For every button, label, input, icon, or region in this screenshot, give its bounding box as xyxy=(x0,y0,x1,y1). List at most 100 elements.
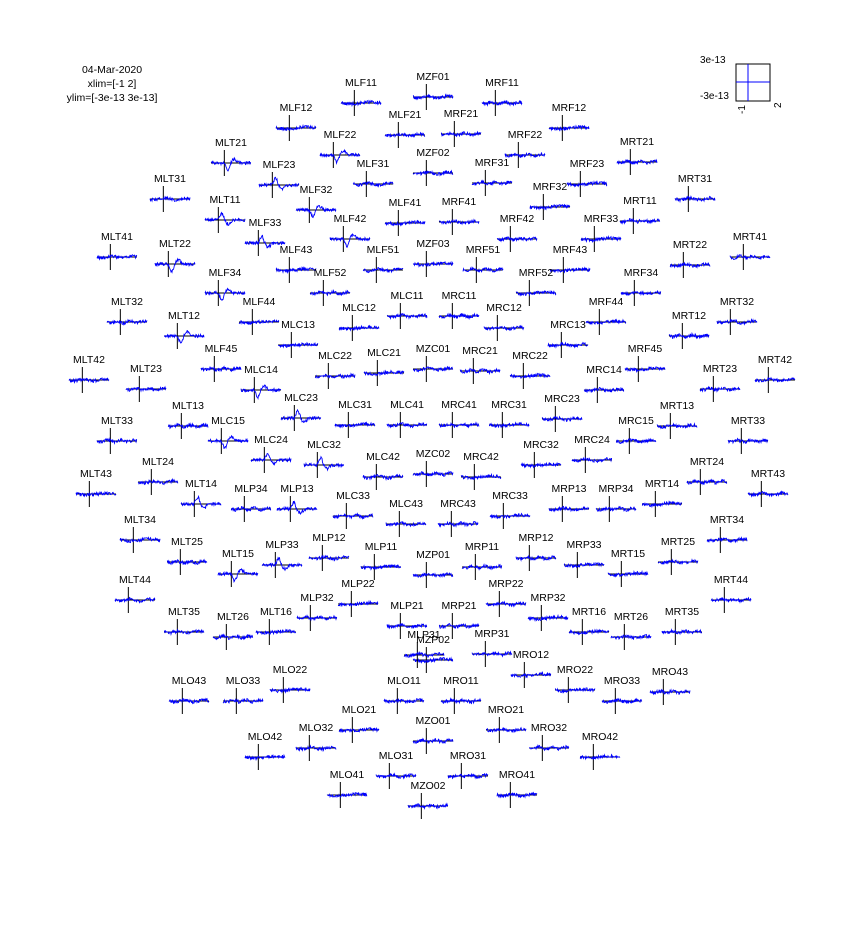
channel-label: MLC15 xyxy=(211,415,245,427)
channel-label: MRC14 xyxy=(586,364,622,376)
xlim-text: xlim=[-1 2] xyxy=(87,78,137,90)
channel-label: MLT16 xyxy=(260,606,292,618)
channel-mrc21: MRC21 xyxy=(459,345,501,384)
channel-trace xyxy=(486,726,527,734)
channel-trace xyxy=(412,365,454,373)
channel-mrf33: MRF33 xyxy=(580,213,622,252)
channel-trace xyxy=(164,628,205,636)
channel-mrc24: MRC24 xyxy=(571,434,612,473)
channel-trace xyxy=(529,203,571,211)
channel-mlc33: MLC33 xyxy=(332,490,374,529)
channel-label: MLT11 xyxy=(209,194,240,206)
channel-mrp13: MRP13 xyxy=(548,483,590,522)
channel-trace xyxy=(509,372,551,380)
channel-trace xyxy=(412,656,454,664)
channel-label: MLF23 xyxy=(263,159,296,171)
channel-trace xyxy=(338,726,380,734)
channel-label: MLP22 xyxy=(341,578,374,590)
channel-label: MZC01 xyxy=(416,343,451,355)
channel-label: MLO33 xyxy=(226,675,261,687)
channel-trace xyxy=(337,599,379,608)
channel-trace xyxy=(571,456,612,464)
channel-trace xyxy=(309,288,351,297)
channel-mrc32: MRC32 xyxy=(520,439,562,478)
channel-mro32: MRO32 xyxy=(529,722,570,761)
channel-label: MLT33 xyxy=(101,415,133,427)
channel-trace xyxy=(412,169,454,177)
channel-mlt21: MLT21 xyxy=(210,137,252,176)
channel-label: MRT13 xyxy=(660,400,694,412)
channel-label: MLT25 xyxy=(171,536,203,548)
channel-trace xyxy=(137,477,179,486)
channel-label: MLC43 xyxy=(389,498,423,510)
channel-mrt34: MRT34 xyxy=(706,514,748,553)
channel-trace xyxy=(710,596,752,604)
channel-label: MLT15 xyxy=(222,548,254,560)
channel-trace xyxy=(624,366,666,374)
channel-mrp11: MRP11 xyxy=(461,541,503,580)
channel-mrf11: MRF11 xyxy=(481,77,523,116)
channel-mlo31: MLO31 xyxy=(375,750,417,789)
channel-mlc13: MLC13 xyxy=(278,319,319,358)
channel-trace xyxy=(438,421,480,429)
channel-trace xyxy=(314,372,356,379)
channel-trace xyxy=(261,556,303,572)
channel-label: MRT24 xyxy=(690,456,724,468)
channel-label: MRT23 xyxy=(703,363,737,375)
channel-label: MRF33 xyxy=(584,213,619,225)
channel-mrc43: MRC43 xyxy=(437,498,479,537)
channel-label: MRP11 xyxy=(465,541,499,553)
channel-mlf23: MLF23 xyxy=(258,159,300,198)
channel-trace xyxy=(595,505,637,513)
channel-trace xyxy=(615,437,657,444)
channel-label: MLT44 xyxy=(119,574,151,586)
channel-label: MRO41 xyxy=(499,769,535,781)
channel-mrp33: MRP33 xyxy=(563,539,605,578)
channel-trace xyxy=(329,233,371,249)
channel-label: MRT22 xyxy=(673,239,707,251)
channel-trace xyxy=(334,421,376,429)
channel-trace xyxy=(674,195,716,204)
channel-label: MLF21 xyxy=(389,109,422,121)
channel-label: MLF44 xyxy=(243,296,276,308)
channel-mrt35: MRT35 xyxy=(661,606,703,645)
channel-trace xyxy=(554,687,596,694)
channel-label: MRP32 xyxy=(530,592,565,604)
channel-mlo22: MLO22 xyxy=(269,664,311,703)
channel-mrf44: MRF44 xyxy=(585,296,627,335)
channel-mlc24: MLC24 xyxy=(250,434,292,473)
channel-label: MRF31 xyxy=(475,157,510,169)
channel-label: MRT16 xyxy=(572,606,606,618)
channel-label: MRT21 xyxy=(620,136,654,148)
channel-mrt22: MRT22 xyxy=(669,239,711,278)
channel-trace xyxy=(656,422,698,430)
channel-trace xyxy=(601,697,643,705)
channel-trace xyxy=(360,563,402,571)
channel-label: MRC22 xyxy=(512,350,548,362)
channel-trace xyxy=(386,422,428,429)
channel-trace xyxy=(727,437,769,445)
channel-label: MLO32 xyxy=(299,722,334,734)
channel-trace xyxy=(258,176,300,192)
channel-trace xyxy=(362,266,404,274)
channel-trace xyxy=(412,93,454,101)
channel-trace xyxy=(496,791,538,799)
channel-mlp22: MLP22 xyxy=(337,578,379,617)
channel-trace xyxy=(385,520,427,528)
channel-trace xyxy=(616,158,658,166)
channel-label: MRC41 xyxy=(441,399,477,411)
channel-mlt41: MLT41 xyxy=(96,231,138,270)
channel-mrc14: MRC14 xyxy=(583,364,625,403)
channel-label: MLC42 xyxy=(366,451,400,463)
channel-label: MRT35 xyxy=(665,606,699,618)
channel-mlt26: MLT26 xyxy=(212,611,254,650)
channel-trace xyxy=(579,753,621,761)
channel-trace xyxy=(510,671,552,679)
channel-trace xyxy=(515,289,557,297)
channel-mlp34: MLP34 xyxy=(230,483,272,522)
channel-label: MLF32 xyxy=(300,184,333,196)
channel-trace xyxy=(412,470,454,477)
channel-label: MLT41 xyxy=(101,231,133,243)
